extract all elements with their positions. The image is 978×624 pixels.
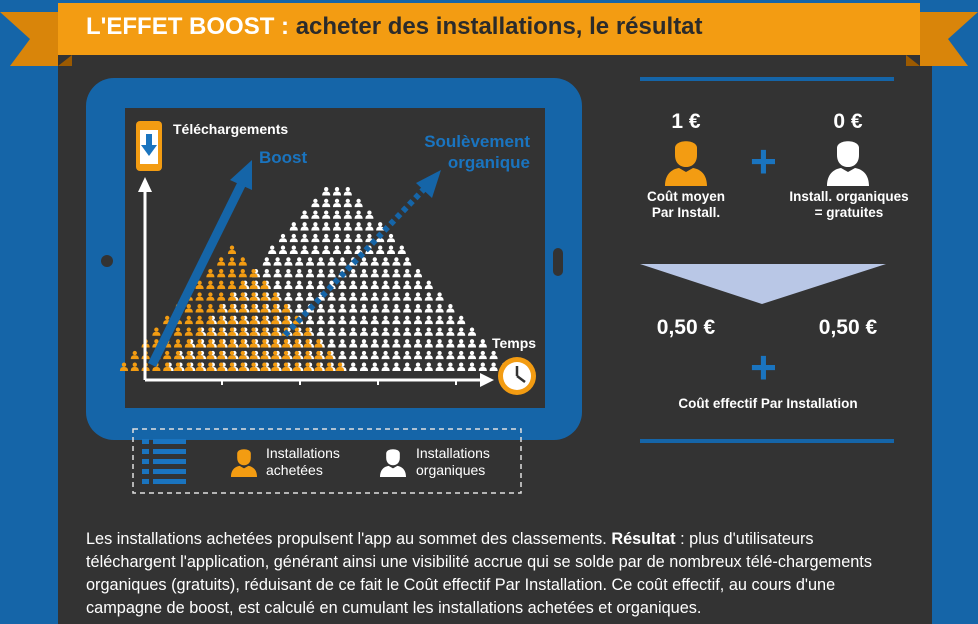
half-paid-person-icon-right <box>827 347 869 392</box>
legend-bought-line2: achetées <box>266 462 323 478</box>
title-sub: acheter des installations, le résultat <box>295 13 703 40</box>
list-icon <box>142 439 186 484</box>
organic-user-person-icon <box>827 141 869 186</box>
organic-cost-caption-line1: Install. organiques <box>789 189 909 204</box>
paragraph-text-2: : plus d'utilisateurs téléchargent l'app… <box>86 530 872 617</box>
organic-lift-label: Soulèvement organique <box>418 131 530 173</box>
paid-cost-caption: Coût moyen Par Install. <box>626 189 746 221</box>
explanation-paragraph: Les installations achetées propulsent l'… <box>86 528 906 620</box>
paid-cost-caption-line1: Coût moyen <box>646 189 725 204</box>
boost-arrow <box>147 160 252 367</box>
paragraph-bold: Résultat <box>611 530 676 548</box>
legend-bought-label: Installations achetées <box>266 445 340 479</box>
download-phone-icon <box>136 121 162 171</box>
boost-label: Boost <box>259 148 308 167</box>
bottom-divider <box>640 439 894 443</box>
organic-cost-caption-line2: = gratuites <box>814 205 884 220</box>
organic-cost-caption: Install. organiques = gratuites <box>778 189 920 221</box>
y-axis-label: Téléchargements <box>173 121 289 137</box>
x-axis-label: Temps <box>492 335 537 351</box>
header-ribbon <box>0 3 978 66</box>
effective-cost-right-value: 0,50 € <box>818 316 878 339</box>
legend-organic-line2: organiques <box>416 462 486 478</box>
funnel-arrow <box>640 264 886 304</box>
plus-sign-top: + <box>750 135 777 187</box>
organic-lift-arrow <box>282 170 441 338</box>
paid-user-person-icon <box>665 141 707 186</box>
tablet-camera <box>101 255 113 267</box>
legend-bought-line1: Installations <box>266 445 340 461</box>
paragraph-text-1: Les installations achetées propulsent l'… <box>86 530 607 548</box>
legend-box <box>132 428 522 494</box>
legend-bought-person-icon <box>230 449 258 477</box>
tablet-home-button <box>553 248 563 276</box>
x-axis <box>145 373 494 387</box>
effective-cost-caption: Coût effectif Par Installation <box>678 396 858 411</box>
title-main: L'EFFET BOOST : <box>86 13 290 40</box>
clock-icon <box>498 357 536 395</box>
legend-organic-label: Installations organiques <box>416 445 490 479</box>
y-axis <box>138 177 152 380</box>
paid-cost-caption-line2: Par Install. <box>651 205 721 220</box>
top-divider <box>640 77 894 81</box>
legend-organic-person-icon <box>379 449 407 477</box>
half-paid-person-icon-left <box>665 347 707 392</box>
paid-cost-value: 1 € <box>671 110 701 133</box>
effective-cost-left-value: 0,50 € <box>656 316 716 339</box>
legend-organic-line1: Installations <box>416 445 490 461</box>
plus-sign-bottom: + <box>750 341 777 393</box>
organic-cost-value: 0 € <box>833 110 863 133</box>
organic-lift-label-line2: organique <box>447 153 530 172</box>
page-title: L'EFFET BOOST : acheter des installation… <box>86 13 703 41</box>
organic-lift-label-line1: Soulèvement <box>424 132 530 151</box>
